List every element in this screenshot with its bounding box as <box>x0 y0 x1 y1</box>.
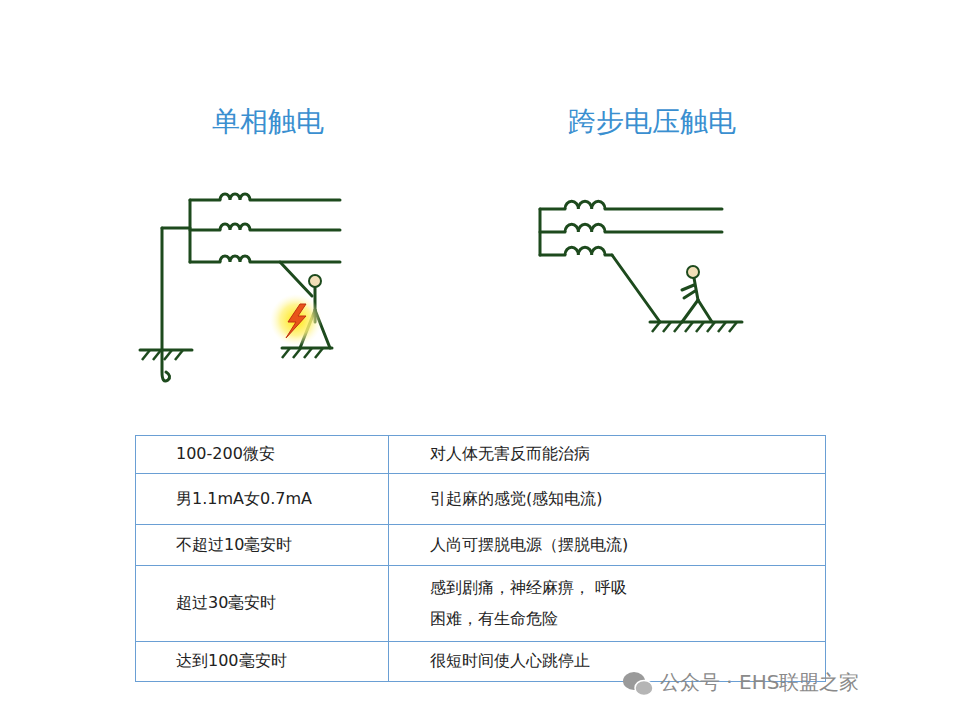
hatch-stroke <box>729 322 737 332</box>
table-cell-box: 感到剧痛，神经麻痹， 呼吸困难，有生命危险 <box>430 566 820 641</box>
table-cell: 感到剧痛，神经麻痹， 呼吸困难，有生命危险 <box>430 573 630 634</box>
table-cell-box: 引起麻的感觉(感知电流) <box>430 474 820 524</box>
watermark-box: 公众号 · EHS联盟之家 <box>660 666 950 698</box>
table-cell: 男1.1mA女0.7mA <box>176 484 312 514</box>
table-cell-box: 男1.1mA女0.7mA <box>176 474 386 524</box>
person-head <box>309 275 321 287</box>
coil-symbol <box>220 194 605 262</box>
hatch-stroke <box>153 350 161 360</box>
hatch-stroke <box>293 348 301 358</box>
hatch-stroke <box>315 348 323 358</box>
coil-winding <box>565 247 605 255</box>
coil-winding <box>220 194 250 200</box>
table-cell: 不超过10毫安时 <box>176 530 292 560</box>
hatch-stroke <box>685 322 693 332</box>
hatch-stroke <box>304 348 312 358</box>
section-title-box: 单相触电 <box>118 100 418 144</box>
hatch-stroke <box>142 350 150 360</box>
coil-winding <box>220 256 250 262</box>
shock-glow <box>270 294 322 346</box>
watermark: 公众号 · EHS联盟之家 <box>660 669 859 696</box>
table-cell: 达到100毫安时 <box>176 646 287 676</box>
table-cell: 对人体无害反而能治病 <box>430 439 590 469</box>
hatch-stroke <box>718 322 726 332</box>
table-cell-box: 达到100毫安时 <box>176 642 386 681</box>
table-cell: 人尚可摆脱电源（摆脱电流) <box>430 530 628 560</box>
hatch-stroke <box>674 322 682 332</box>
hatch-stroke <box>175 350 183 360</box>
section-title-box: 跨步电压触电 <box>502 100 802 144</box>
ground-hatching <box>142 322 737 360</box>
section-title: 单相触电 <box>212 103 324 141</box>
table-cell: 100-200微安 <box>176 439 275 469</box>
coil-winding <box>220 224 250 230</box>
table-cell-box: 对人体无害反而能治病 <box>430 436 820 473</box>
coil-winding <box>565 224 605 232</box>
step-voltage-circuit <box>540 209 742 322</box>
single-phase-circuit <box>140 200 340 381</box>
hatch-stroke <box>707 322 715 332</box>
lightning-bolt <box>286 304 306 338</box>
table-cell: 很短时间使人心跳停止 <box>430 646 590 676</box>
table-cell: 引起麻的感觉(感知电流) <box>430 484 602 514</box>
table-cell: 超过30毫安时 <box>176 588 276 618</box>
hatch-stroke <box>282 348 290 358</box>
table-grid <box>136 436 826 682</box>
coil-winding <box>565 201 605 209</box>
hatch-stroke <box>663 322 671 332</box>
table-cell-box: 超过30毫安时 <box>176 566 386 641</box>
wechat-icon <box>623 672 653 696</box>
hatch-stroke <box>696 322 704 332</box>
person-head <box>687 266 699 278</box>
table-cell-box: 100-200微安 <box>176 436 386 473</box>
table-cell-box: 人尚可摆脱电源（摆脱电流) <box>430 525 820 565</box>
section-title: 跨步电压触电 <box>568 103 736 141</box>
table-cell-box: 不超过10毫安时 <box>176 525 386 565</box>
hatch-stroke <box>652 322 660 332</box>
hatch-stroke <box>164 350 172 360</box>
